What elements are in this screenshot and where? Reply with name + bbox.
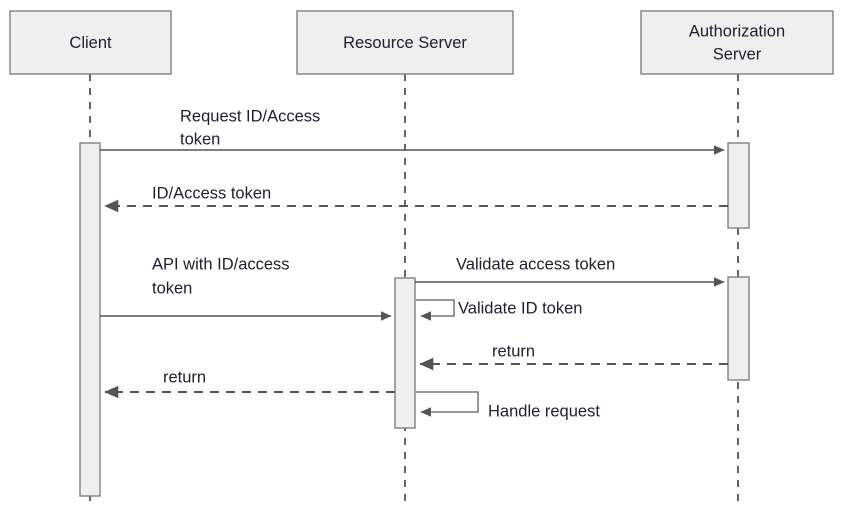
participant-label-authorization-server-line1: Authorization [689, 22, 785, 40]
message-label-request-id-access-token-line1: Request ID/Access [180, 107, 320, 125]
participant-box-resource-server[interactable] [296, 10, 514, 75]
message-label-api-with-id-access-token-line1: API with ID/access [152, 255, 290, 273]
message-label-api-return: return [163, 368, 206, 386]
message-request-id-access-token[interactable]: Request ID/Access token [100, 107, 725, 155]
message-validate-return[interactable]: return [419, 342, 728, 371]
message-selfloop-validate-id-token[interactable] [416, 299, 455, 321]
message-label-api-with-id-access-token-line2: token [152, 279, 192, 297]
participant-client[interactable]: Client [9, 10, 172, 75]
message-handle-request[interactable]: Handle request [416, 391, 600, 420]
activation-authorization-server-2 [727, 276, 750, 381]
activation-client [79, 142, 101, 497]
activation-authorization-server-1 [727, 142, 750, 229]
message-api-return[interactable]: return [104, 368, 395, 399]
message-label-validate-access-token: Validate access token [456, 255, 615, 273]
message-label-id-access-token-return: ID/Access token [152, 184, 271, 202]
participant-label-resource-server: Resource Server [343, 34, 467, 52]
message-validate-id-token[interactable]: Validate ID token [416, 299, 582, 321]
participant-box-authorization-server[interactable] [640, 10, 834, 75]
activations-group [79, 142, 750, 497]
message-selfloop-handle-request[interactable] [416, 391, 479, 417]
participant-label-client: Client [69, 34, 112, 52]
message-api-with-id-access-token[interactable]: API with ID/access token [100, 255, 392, 321]
message-id-access-token-return[interactable]: ID/Access token [104, 184, 728, 213]
message-validate-access-token[interactable]: Validate access token [415, 255, 725, 287]
participant-authorization-server[interactable]: Authorization Server [640, 10, 834, 75]
message-label-validate-return: return [492, 342, 535, 360]
participant-box-client[interactable] [9, 10, 172, 75]
activation-resource-server [394, 277, 416, 429]
participant-label-authorization-server-line2: Server [713, 45, 762, 63]
message-label-request-id-access-token-line2: token [180, 130, 220, 148]
message-label-validate-id-token: Validate ID token [458, 299, 582, 317]
participant-resource-server[interactable]: Resource Server [296, 10, 514, 75]
message-label-handle-request: Handle request [488, 402, 600, 420]
